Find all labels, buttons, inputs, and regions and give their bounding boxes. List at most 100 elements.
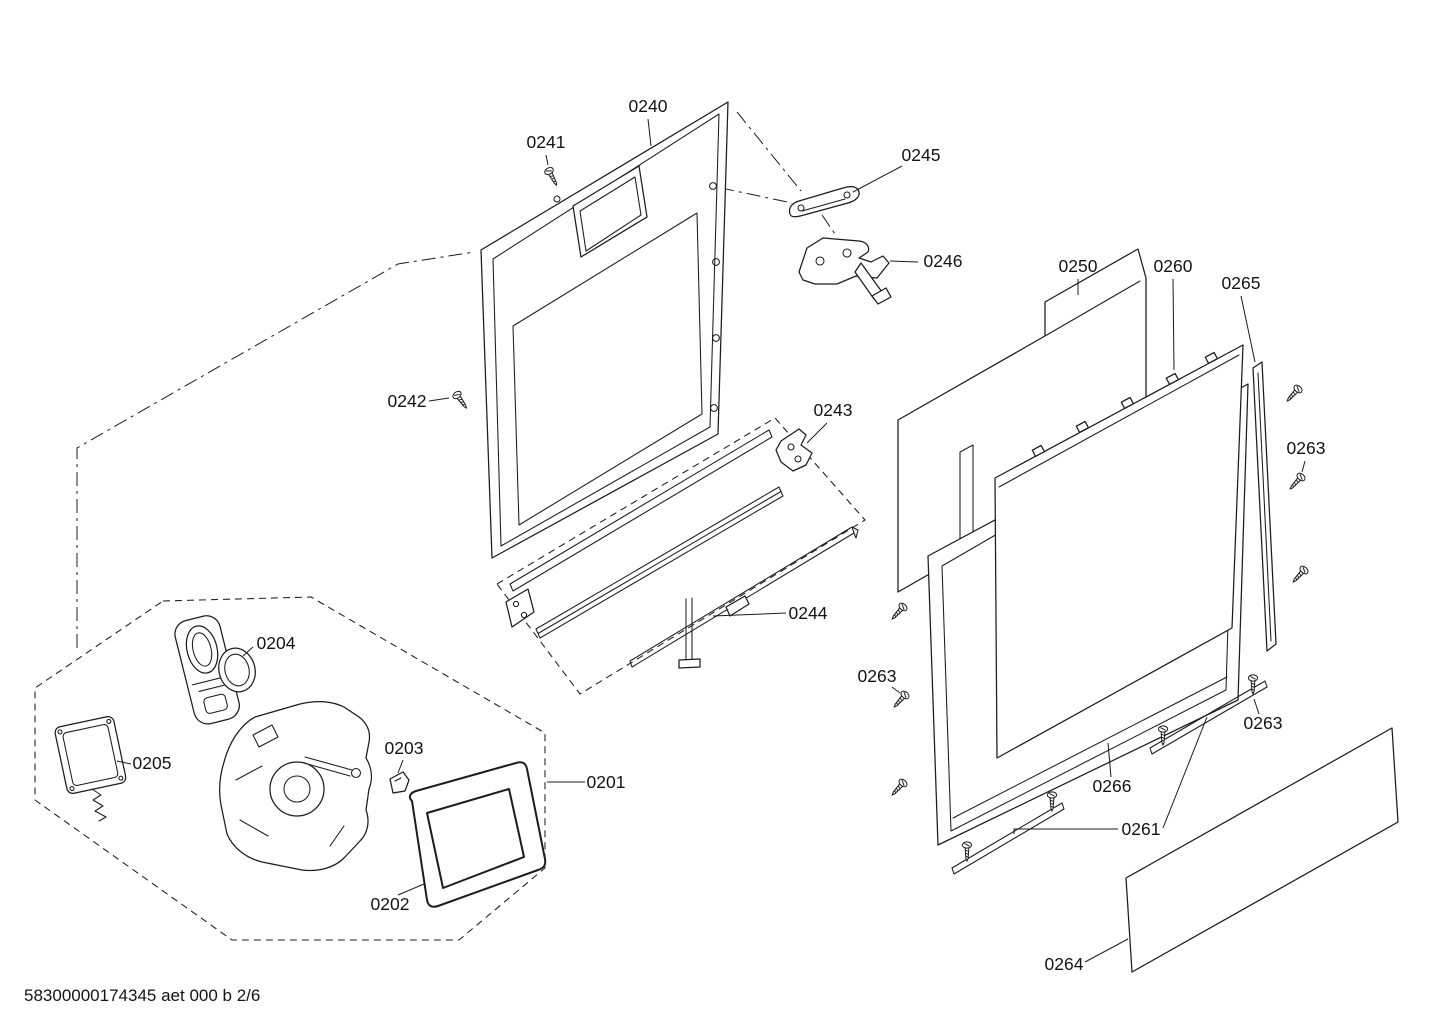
side-trim — [1252, 361, 1277, 652]
rail-post-foot — [678, 658, 701, 669]
part-label-0201: 0201 — [587, 772, 626, 792]
funnel-opening — [185, 625, 219, 674]
part-label-0205: 0205 — [133, 753, 172, 773]
clip-part — [389, 771, 410, 794]
insulation-tab-base — [1044, 280, 1141, 337]
seal-ring — [218, 647, 256, 693]
funnel-opening-inner — [191, 632, 213, 667]
assembly-boundaries — [34, 417, 866, 941]
construction-line — [736, 111, 802, 192]
dispenser-latch — [252, 724, 279, 748]
plate-hole — [57, 729, 63, 735]
window-frame-inner — [426, 788, 525, 889]
panel-hook-tab — [1165, 372, 1180, 385]
hinge-bracket — [798, 237, 892, 305]
leader-0263c — [1253, 698, 1260, 715]
outer-panel-outline — [994, 344, 1244, 759]
dispenser-cup — [269, 761, 325, 817]
screw-icon — [1289, 564, 1310, 586]
rail-strip-upper — [509, 429, 773, 592]
outer-door-panel — [994, 344, 1244, 759]
window-frame — [408, 761, 547, 908]
bottom-trim-right — [1149, 680, 1268, 755]
part-label-0242: 0242 — [388, 391, 427, 411]
construction-lines — [76, 111, 838, 648]
part-label-0263c: 0263 — [1244, 713, 1283, 733]
bracket-hole — [794, 455, 802, 463]
screw-icon — [450, 389, 471, 412]
part-labels: 0240 0241 0245 0246 0250 0260 0265 0242 … — [133, 96, 1326, 974]
part-label-0246: 0246 — [924, 251, 963, 271]
screw-hole — [712, 334, 720, 342]
screw-icon — [888, 601, 909, 623]
screw-icon — [542, 165, 562, 188]
lid-spring — [91, 788, 107, 822]
lid-plate-outline — [54, 716, 127, 795]
rail-strip-lower — [535, 486, 784, 639]
screw-hole — [709, 182, 717, 190]
hinge-lever — [788, 186, 860, 218]
part-label-0263b: 0263 — [858, 666, 897, 686]
screw-icon — [888, 777, 909, 799]
screw-hole — [553, 195, 561, 203]
leader-0240 — [647, 118, 652, 147]
seal-ring-outer — [218, 647, 256, 693]
side-trim-line — [1257, 372, 1272, 642]
bracket-hole — [787, 443, 795, 451]
dispenser-funnel-cover — [174, 615, 240, 725]
leader-lines — [116, 118, 1306, 963]
rail-end-bracket-left — [505, 588, 535, 628]
rod-end-hook — [851, 526, 859, 539]
screw-icon — [1286, 471, 1307, 493]
clip-detail — [394, 777, 402, 782]
part-label-0244: 0244 — [789, 603, 828, 623]
panel-hook-tab — [1075, 420, 1090, 433]
part-label-0241: 0241 — [527, 132, 566, 152]
leader-0245 — [852, 165, 903, 193]
plate-hole — [106, 718, 112, 724]
screw-hole — [710, 404, 718, 412]
screw-icon — [1046, 791, 1058, 812]
inner-door-outline — [480, 101, 729, 559]
dispenser-lid-plate — [54, 716, 127, 795]
hinge-hole — [843, 191, 851, 199]
dispenser-cup-inner — [283, 775, 311, 803]
screw-icon — [961, 841, 973, 862]
dispenser-detail-lines — [235, 765, 345, 847]
leader-0263b — [891, 686, 901, 694]
leader-0203 — [397, 759, 404, 774]
leader-0264 — [1084, 938, 1129, 963]
part-label-0266: 0266 — [1093, 776, 1132, 796]
part-label-0263a: 0263 — [1287, 438, 1326, 458]
hinge-hole — [815, 256, 825, 266]
part-label-0243: 0243 — [814, 400, 853, 420]
plate-hole — [118, 775, 124, 781]
construction-line — [76, 251, 475, 648]
part-label-0240: 0240 — [629, 96, 668, 116]
inner-door-edge-line — [492, 113, 720, 547]
bottom-trim-left — [951, 802, 1065, 875]
leader-0246 — [889, 260, 919, 263]
leader-0266 — [1107, 742, 1112, 778]
leader-0263a — [1301, 460, 1306, 473]
leader-0204 — [242, 646, 254, 657]
funnel-slot — [203, 693, 228, 714]
part-label-0260: 0260 — [1154, 256, 1193, 276]
rail-assembly-boundary — [496, 417, 866, 695]
screw-hole — [712, 258, 720, 266]
leader-0205 — [116, 760, 132, 765]
panel-hook-tab — [1204, 351, 1219, 364]
hinge-lever-line — [801, 198, 846, 212]
leader-0242 — [428, 397, 450, 402]
frame-bottom-band — [952, 676, 1228, 819]
dispenser-cutout — [572, 165, 648, 258]
rail-post — [685, 597, 693, 661]
part-label-0202: 0202 — [371, 894, 410, 914]
dispenser-lever — [303, 756, 353, 777]
inner-door-recess — [512, 212, 703, 526]
base-access-panel — [1125, 727, 1399, 973]
part-label-0264: 0264 — [1045, 954, 1084, 974]
construction-line — [821, 214, 838, 238]
detergent-dispenser-unit — [218, 700, 373, 872]
